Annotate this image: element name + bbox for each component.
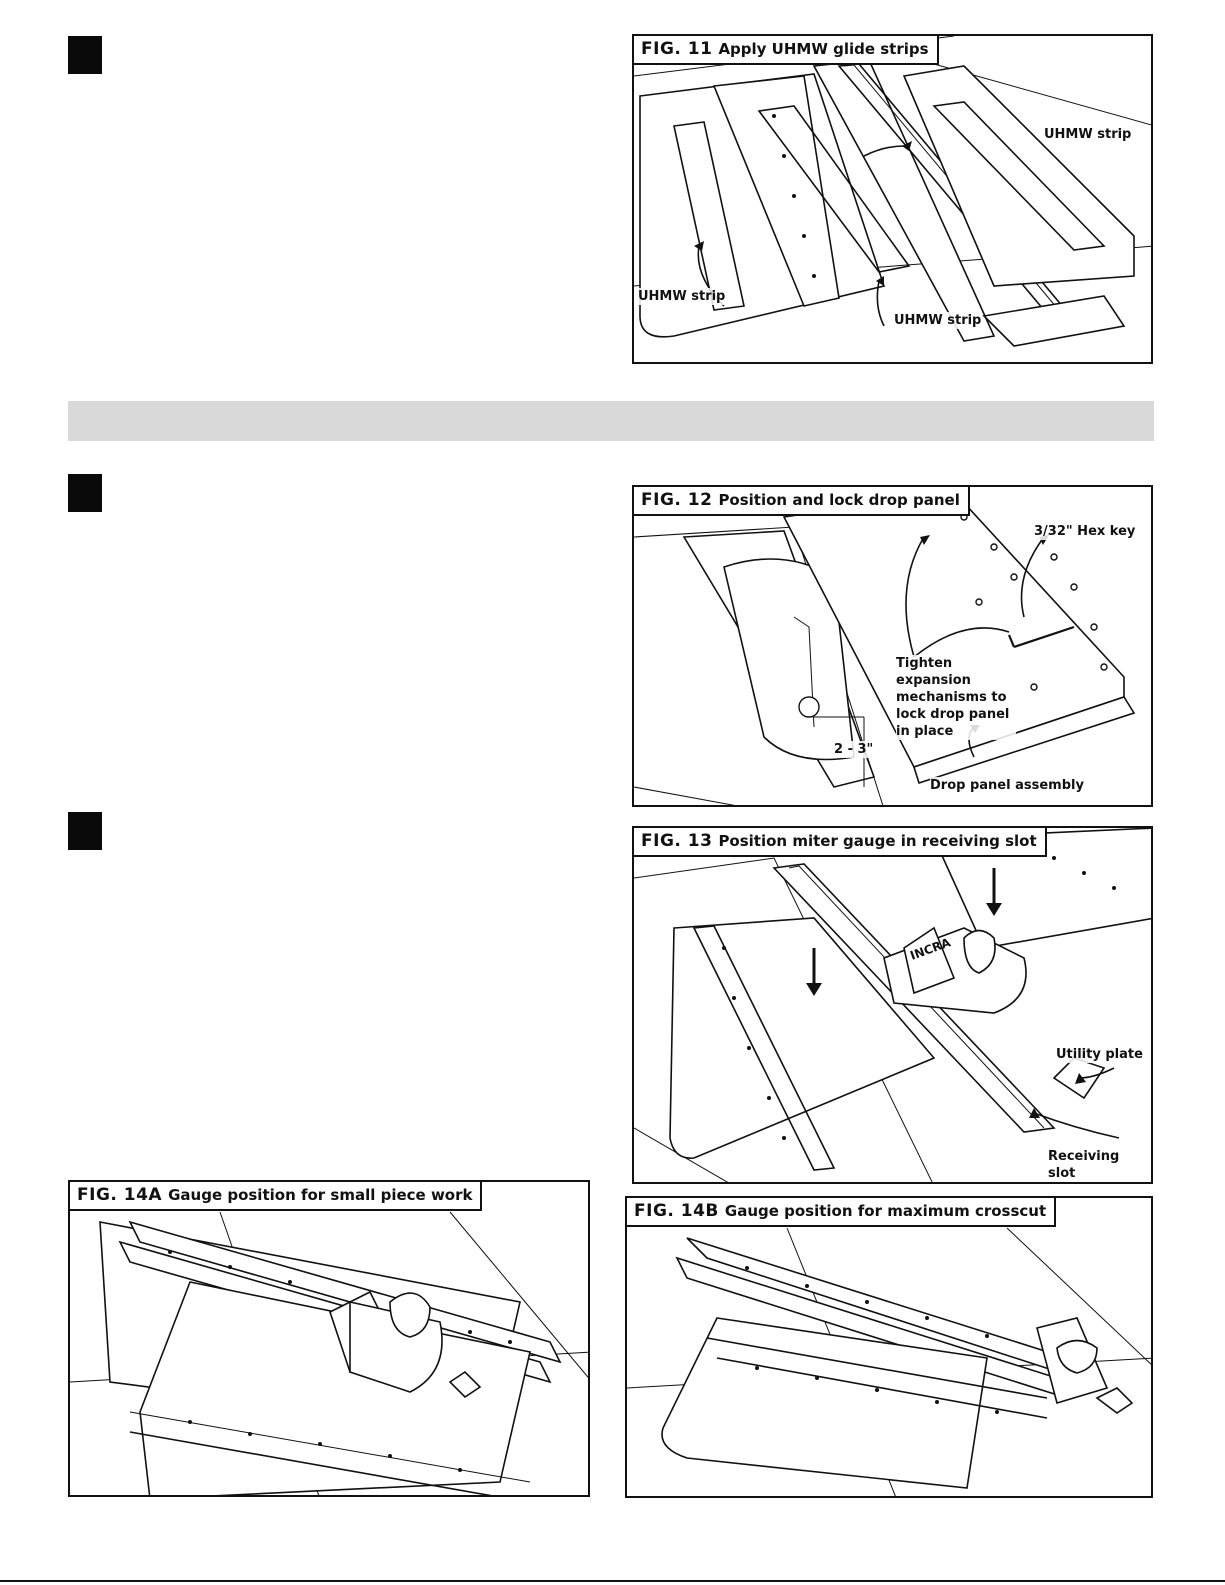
figure-13-number: FIG. 13 <box>641 831 713 851</box>
step-marker-3 <box>68 812 102 850</box>
figure-13: FIG. 13 Position miter gauge in receiving… <box>632 826 1153 1184</box>
figure-12-label-hexkey: 3/32" Hex key <box>1034 523 1136 540</box>
section-divider-band <box>68 401 1154 441</box>
figure-14b-illustration <box>627 1227 1151 1496</box>
figure-13-caption: Position miter gauge in receiving slot <box>718 832 1037 850</box>
figure-12-title: FIG. 12 Position and lock drop panel <box>634 487 970 516</box>
page-bottom-rule <box>0 1580 1225 1582</box>
figure-12-label-assembly: Drop panel assembly <box>930 777 1084 794</box>
figure-11-label-left: UHMW strip <box>638 288 726 305</box>
figure-13-title: FIG. 13 Position miter gauge in receiving… <box>634 828 1047 857</box>
figure-11-label-center: UHMW strip <box>894 312 982 329</box>
figure-13-label-slot: Receiving slot <box>1048 1148 1151 1182</box>
figure-13-label-utility: Utility plate <box>1056 1046 1143 1063</box>
figure-14a-illustration <box>70 1211 588 1495</box>
figure-11-caption: Apply UHMW glide strips <box>718 40 929 58</box>
figure-11-label-right: UHMW strip <box>1044 126 1132 143</box>
figure-14b-title: FIG. 14B Gauge position for maximum cross… <box>627 1198 1057 1227</box>
figure-14a: FIG. 14A Gauge position for small piece w… <box>68 1180 590 1497</box>
figure-14a-number: FIG. 14A <box>77 1185 163 1205</box>
figure-14b-caption: Gauge position for maximum crosscut <box>724 1202 1047 1220</box>
figure-14b: FIG. 14B Gauge position for maximum cross… <box>625 1196 1153 1498</box>
figure-12-number: FIG. 12 <box>641 490 713 510</box>
figure-14a-title: FIG. 14A Gauge position for small piece w… <box>70 1182 483 1211</box>
step-marker-1 <box>68 36 102 74</box>
figure-11-title: FIG. 11 Apply UHMW glide strips <box>634 36 939 65</box>
figure-12-label-distance: 2 - 3" <box>834 741 874 758</box>
figure-12: FIG. 12 Position and lock drop panel <box>632 485 1153 807</box>
figure-14a-caption: Gauge position for small piece work <box>168 1186 473 1204</box>
figure-11-number: FIG. 11 <box>641 39 713 59</box>
figure-12-illustration <box>634 491 1136 805</box>
figure-12-caption: Position and lock drop panel <box>718 491 960 509</box>
figure-14b-number: FIG. 14B <box>634 1201 719 1221</box>
figure-12-label-tighten: Tighten expansion mechanisms to lock dro… <box>896 655 1016 740</box>
step-marker-2 <box>68 474 102 512</box>
figure-13-illustration: INCRA <box>634 828 1151 1182</box>
